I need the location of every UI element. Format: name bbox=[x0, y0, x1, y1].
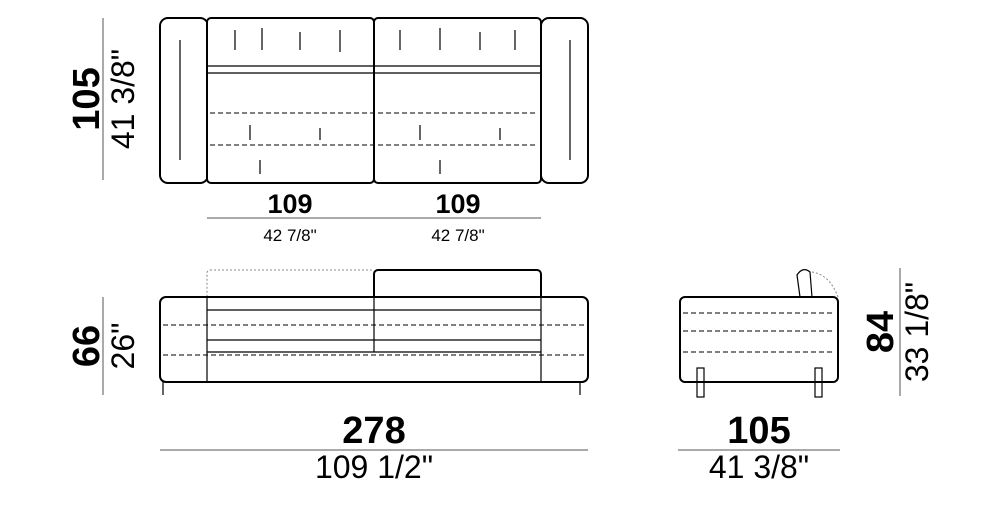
seat-2-width-cm: 109 bbox=[435, 189, 480, 219]
side-height-in: 33 1/8" bbox=[899, 282, 935, 382]
side-view-drawing bbox=[679, 269, 839, 398]
side-depth-in: 41 3/8" bbox=[709, 449, 809, 485]
front-width-cm: 278 bbox=[342, 410, 405, 452]
top-depth-cm: 105 bbox=[66, 67, 108, 130]
front-height-in: 26" bbox=[105, 323, 141, 370]
top-view-drawing bbox=[159, 17, 589, 184]
front-width-in: 109 1/2" bbox=[315, 449, 433, 485]
side-depth-cm: 105 bbox=[727, 410, 790, 452]
seat-2-width-in: 42 7/8" bbox=[431, 226, 484, 245]
seat-1-width-cm: 109 bbox=[267, 189, 312, 219]
top-depth-in: 41 3/8" bbox=[105, 49, 141, 149]
front-view-drawing bbox=[159, 269, 589, 395]
seat-1-width-in: 42 7/8" bbox=[263, 226, 316, 245]
front-height-cm: 66 bbox=[66, 325, 108, 367]
side-height-cm: 84 bbox=[860, 311, 902, 353]
